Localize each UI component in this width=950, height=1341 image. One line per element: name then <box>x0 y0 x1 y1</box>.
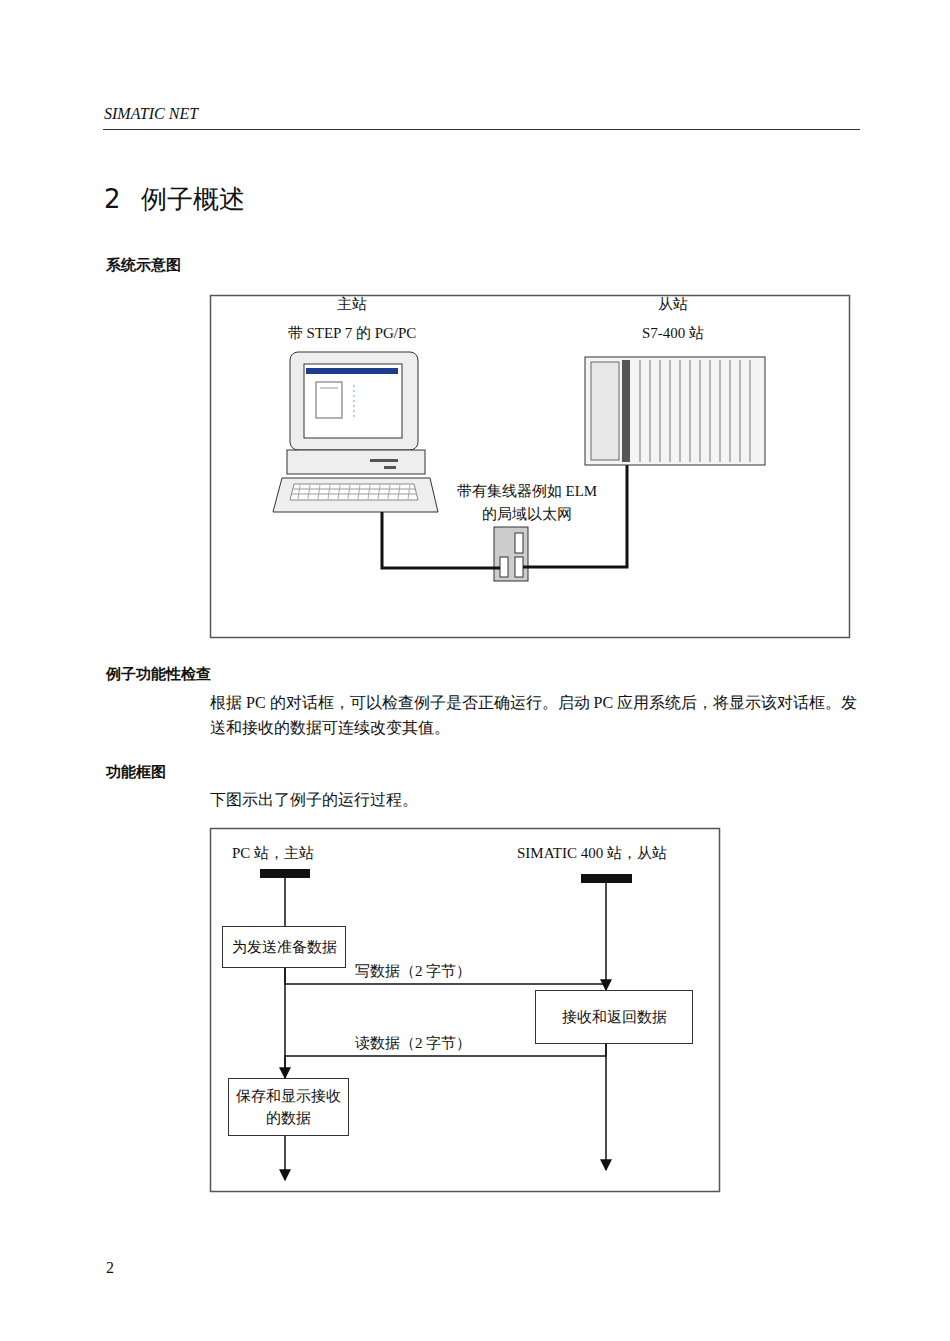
key-stroke <box>388 485 390 499</box>
key-stroke <box>328 485 330 499</box>
rack-slot <box>690 360 691 462</box>
s7-400-rack <box>585 357 765 465</box>
body-paragraph: 下图示出了例子的运行过程。 <box>210 790 418 810</box>
hub-illustration <box>494 527 528 581</box>
box-text: 保存和显示接收的数据 <box>235 1085 342 1129</box>
rack-slot <box>720 360 721 462</box>
station-bar <box>581 874 632 883</box>
rack-slot <box>660 360 661 462</box>
box-text: 为发送准备数据 <box>232 936 337 958</box>
station-label: PC 站，主站 <box>232 843 314 863</box>
header-rule <box>103 129 860 130</box>
subheading: 系统示意图 <box>106 255 181 275</box>
figure-frame <box>211 829 720 1192</box>
figure-frame <box>211 296 850 638</box>
process-box: 接收和返回数据 <box>535 990 693 1044</box>
key-stroke <box>398 485 400 499</box>
body-paragraph: 根据 PC 的对话框，可以检查例子是否正确运行。启动 PC 应用系统后，将显示该… <box>210 690 860 740</box>
key-stroke <box>298 485 300 499</box>
arrow-label: 写数据（2 字节） <box>355 961 471 981</box>
rack-slot <box>680 360 681 462</box>
station-name: 带 STEP 7 的 PG/PC <box>242 323 462 343</box>
rack-slot <box>730 360 731 462</box>
key-stroke <box>408 485 410 499</box>
section-heading: 2 例子概述 <box>104 182 245 217</box>
pc-illustration <box>273 352 438 512</box>
key-stroke <box>378 485 380 499</box>
station-bar <box>260 869 310 878</box>
running-header: SIMATIC NET <box>104 104 198 124</box>
page-number: 2 <box>106 1258 114 1278</box>
station-role: 主站 <box>282 294 422 314</box>
subheading: 例子功能性检查 <box>106 664 211 684</box>
rack-slot <box>750 360 751 462</box>
station-label: SIMATIC 400 站，从站 <box>517 843 667 863</box>
process-box: 为发送准备数据 <box>222 926 346 968</box>
rack-slot <box>710 360 711 462</box>
rack-slot <box>650 360 651 462</box>
key-stroke <box>318 485 320 499</box>
key-stroke <box>358 485 360 499</box>
box-text: 接收和返回数据 <box>562 1006 667 1028</box>
rack-slot <box>640 360 641 462</box>
rack-slot <box>700 360 701 462</box>
process-box: 保存和显示接收的数据 <box>228 1078 349 1136</box>
subheading: 功能框图 <box>106 762 166 782</box>
key-stroke <box>308 485 310 499</box>
key-stroke <box>338 485 340 499</box>
arrow-label: 读数据（2 字节） <box>355 1033 471 1053</box>
rack-slot <box>740 360 741 462</box>
key-stroke <box>348 485 350 499</box>
key-stroke <box>368 485 370 499</box>
rack-slot <box>670 360 671 462</box>
station-role: 从站 <box>603 294 743 314</box>
station-name: S7-400 站 <box>573 323 773 343</box>
network-label: 带有集线器例如 ELM 的局域以太网 <box>448 480 606 526</box>
